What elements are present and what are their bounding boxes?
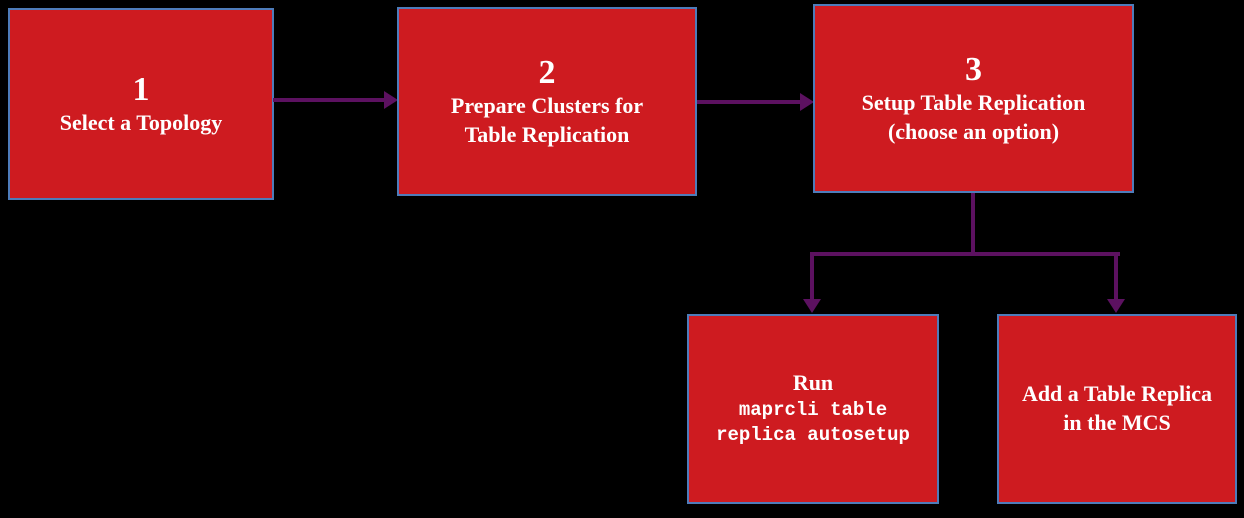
step3-sublabel: (choose an option)	[887, 119, 1060, 145]
arrow-option2-head-icon	[1107, 299, 1125, 313]
arrow-option1-head-icon	[803, 299, 821, 313]
arrow-step1-to-step2-shaft	[273, 98, 385, 102]
connector-left-drop	[810, 252, 814, 300]
step2-box: 2 Prepare Clusters for Table Replication	[397, 7, 697, 196]
step3-box: 3 Setup Table Replication (choose an opt…	[813, 4, 1134, 193]
step3-label: Setup Table Replication	[861, 90, 1086, 116]
option-mcs-box: Add a Table Replica in the MCS	[997, 314, 1237, 504]
connector-crossbar	[810, 252, 1120, 256]
step2-label: Prepare Clusters for Table Replication	[450, 93, 644, 148]
option-maprcli-box: Run maprcli table replica autosetup	[687, 314, 939, 504]
option-maprcli-title: Run	[792, 370, 834, 396]
step1-number: 1	[132, 71, 150, 109]
option-maprcli-command: maprcli table replica autosetup	[716, 398, 910, 447]
connector-stem	[971, 193, 975, 254]
step2-number: 2	[538, 54, 556, 92]
step1-label: Select a Topology	[59, 110, 223, 136]
connector-right-drop	[1114, 252, 1118, 300]
step1-box: 1 Select a Topology	[8, 8, 274, 200]
option-mcs-label: Add a Table Replica in the MCS	[1021, 381, 1213, 435]
arrow-step1-to-step2-head-icon	[384, 91, 398, 109]
arrow-step2-to-step3-head-icon	[800, 93, 814, 111]
step3-number: 3	[965, 51, 982, 89]
arrow-step2-to-step3-shaft	[697, 100, 801, 104]
